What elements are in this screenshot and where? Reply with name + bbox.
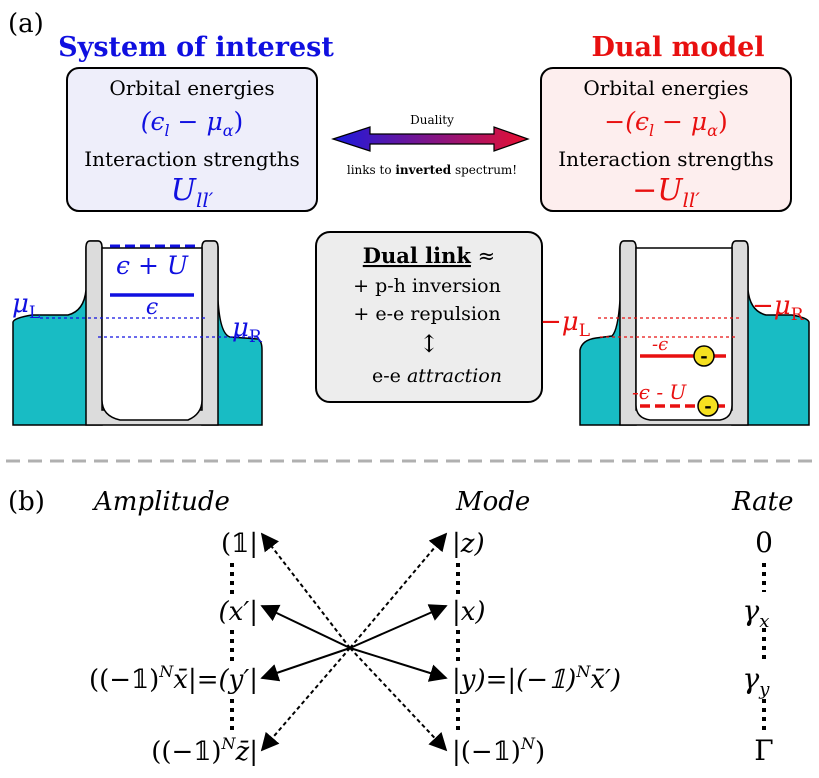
amp-y-prime: ((−𝟙)Nx̄|=(y′| (89, 662, 258, 695)
mode-parity: |(−𝟙)N) (452, 734, 545, 767)
dual-mu-r-label: −μR (752, 291, 805, 325)
dual-interaction-expr: −Ull′ (632, 173, 700, 212)
dual-well-interior (635, 247, 733, 421)
dual-link-title: Dual link ≈ (363, 243, 495, 268)
label-minus-eps: -ϵ (652, 334, 668, 355)
dual-link-frame (315, 231, 543, 403)
panel-b-label: (b) (8, 487, 45, 517)
system-interaction-expr: Ull′ (171, 173, 214, 212)
label-minus-eps-minus-u: -ϵ - U (632, 380, 687, 404)
duality-label: Duality (410, 113, 454, 127)
col-mode: Mode (455, 487, 530, 517)
dual-title: Dual model (591, 32, 764, 63)
dual-link-ee-attraction: e-e attraction (372, 365, 502, 387)
amp-x-prime: (x′| (219, 597, 258, 627)
dual-link-ph-inversion: + p-h inversion (353, 275, 501, 297)
col-amplitude: Amplitude (92, 487, 230, 517)
mode-y: |y)=|(−𝟙)Nx̄′) (452, 662, 621, 695)
dual-orbital-expr: −(ϵl − μα) (604, 107, 728, 140)
system-box-frame (66, 67, 318, 212)
system-interaction-label: Interaction strengths (84, 147, 300, 171)
arrow-to-amp-identity (260, 532, 351, 649)
dot-well-interior (101, 247, 203, 421)
arrow-to-mode-y (349, 647, 448, 682)
mu-l-label: μL (12, 289, 40, 323)
system-orbital-expr: (ϵl − μα) (141, 107, 244, 140)
dual-interaction-label: Interaction strengths (558, 147, 774, 171)
system-title: System of interest (58, 32, 334, 63)
dual-orbital-label: Orbital energies (583, 76, 748, 100)
col-rate: Rate (731, 487, 794, 517)
mode-x: |x) (452, 597, 486, 627)
electron-icon (693, 345, 715, 367)
duality-caption: links to inverted spectrum! (347, 163, 517, 177)
arrow-to-amp-x-prime (260, 604, 351, 649)
rate-gamma-y: γy (743, 662, 771, 700)
dual-link-ee-repulsion: + e-e repulsion (353, 303, 500, 325)
arrow-to-mode-z (349, 532, 448, 649)
mu-r-label: μR (232, 313, 263, 347)
arrow-to-amp-z-bar (260, 647, 351, 752)
duality-crossing-arrows (260, 532, 448, 752)
arrow-to-mode-parity (349, 647, 448, 752)
electron-charge-label-2: - (704, 396, 711, 417)
right-quantum-dot: −μL −μR -ϵ - -ϵ - U - (540, 240, 810, 426)
arrow-to-amp-y-prime (260, 647, 351, 682)
rate-gamma: Γ (754, 734, 773, 767)
dual-box-frame (540, 67, 792, 212)
dual-box: Orbital energies −(ϵl − μα) Interaction … (540, 67, 792, 212)
dual-mu-l-label: −μL (540, 307, 590, 341)
amp-z-bar: ((−𝟙)Nz̄| (151, 734, 258, 767)
dual-link-box: Dual link ≈ + p-h inversion + e-e repuls… (315, 231, 543, 403)
label-eps-plus-u: ϵ + U (116, 251, 189, 280)
arrow-to-mode-x (349, 604, 448, 649)
label-eps: ϵ (146, 295, 158, 320)
duality-double-arrow (331, 126, 530, 152)
electron-charge-label: - (700, 346, 707, 367)
amp-identity: (𝟙| (221, 529, 258, 559)
rate-gamma-x: γx (743, 594, 770, 632)
duality-arrow: Duality links to inverted spectrum! (331, 113, 530, 177)
dual-link-updown-arrow: ↕ (419, 330, 439, 358)
rate-zero: 0 (755, 526, 773, 559)
panel-a-label: (a) (8, 9, 44, 39)
mode-z: |z) (452, 529, 485, 559)
system-orbital-label: Orbital energies (109, 76, 274, 100)
electron-icon-2 (697, 395, 719, 417)
left-quantum-dot: ϵ + U ϵ μL μR (12, 240, 263, 426)
system-box: Orbital energies (ϵl − μα) Interaction s… (66, 67, 318, 212)
